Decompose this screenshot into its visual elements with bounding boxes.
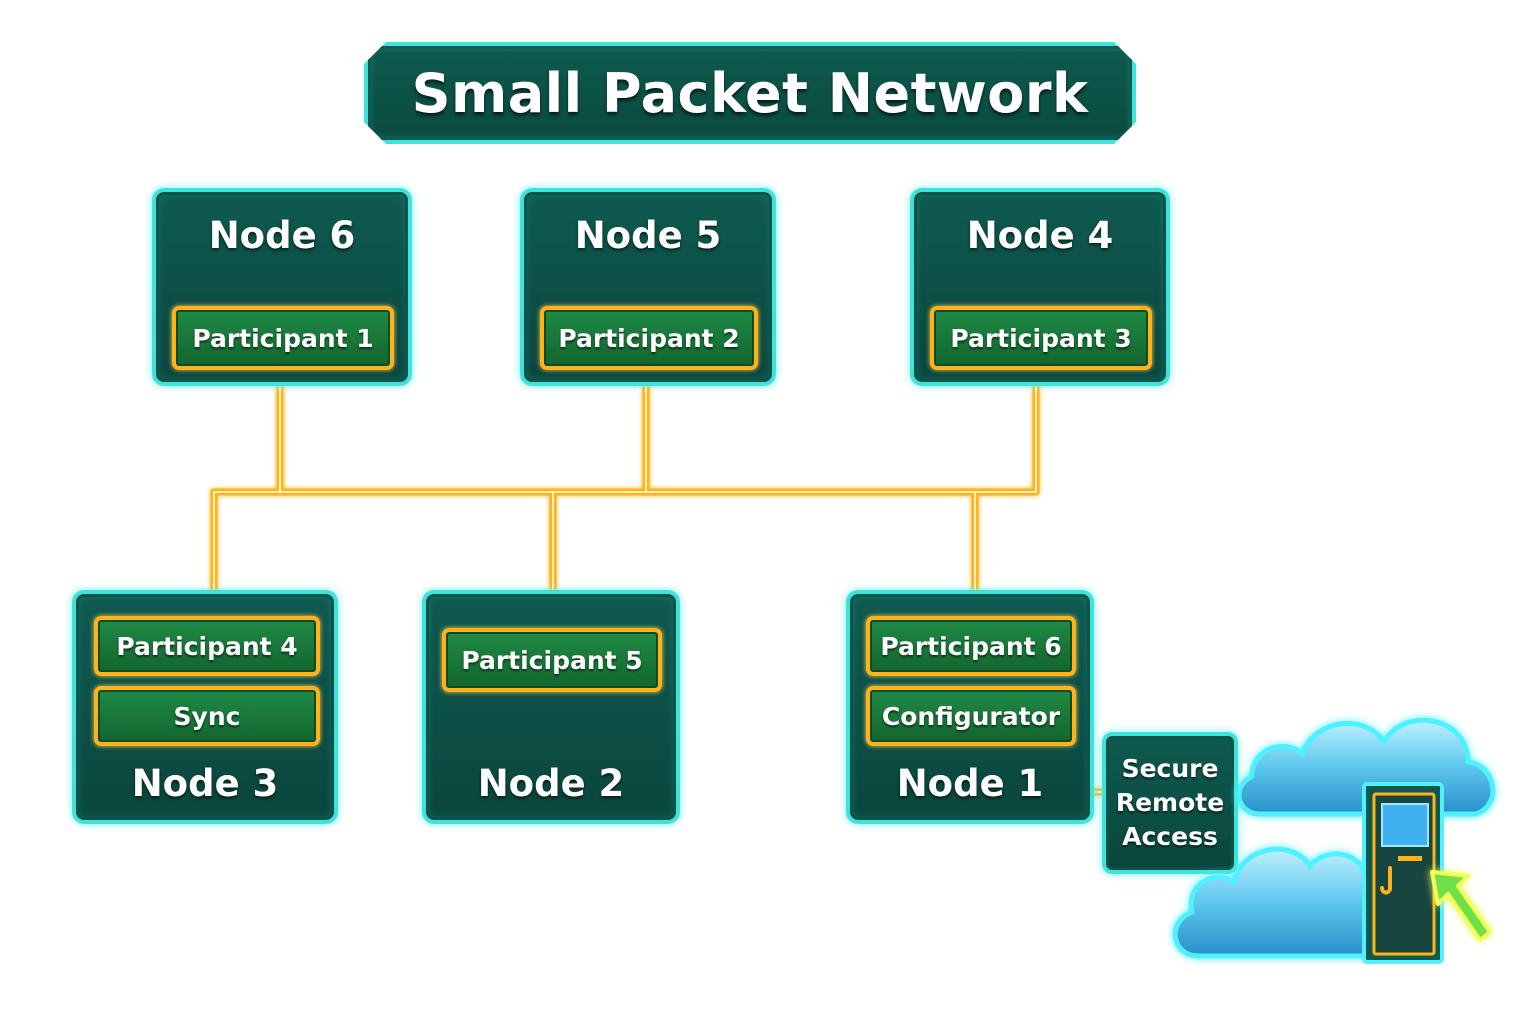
node-2-label: Node 2 [477, 762, 625, 805]
participant-3[interactable]: Participant 3 [930, 306, 1152, 370]
configurator-component[interactable]: Configurator [866, 686, 1076, 746]
participant-1[interactable]: Participant 1 [172, 306, 394, 370]
sra-line-2: Remote [1115, 788, 1225, 817]
node-3[interactable]: Participant 4 Sync Node 3 [72, 590, 338, 824]
node-5[interactable]: Node 5 Participant 2 [520, 188, 776, 386]
participant-6[interactable]: Participant 6 [866, 616, 1076, 676]
node-1-label: Node 1 [896, 762, 1044, 805]
node-5-label: Node 5 [574, 214, 722, 257]
sra-line-3: Access [1122, 822, 1218, 851]
door-icon [1362, 782, 1444, 964]
sra-line-1: Secure [1121, 754, 1219, 783]
node-1[interactable]: Participant 6 Configurator Node 1 [846, 590, 1094, 824]
participant-4[interactable]: Participant 4 [94, 616, 320, 676]
secure-remote-access-box[interactable]: Secure Remote Access [1102, 732, 1238, 874]
node-6-label: Node 6 [208, 214, 356, 257]
node-6[interactable]: Node 6 Participant 1 [152, 188, 412, 386]
participant-2[interactable]: Participant 2 [540, 306, 758, 370]
node-3-label: Node 3 [131, 762, 279, 805]
participant-5[interactable]: Participant 5 [442, 628, 662, 692]
node-4-label: Node 4 [966, 214, 1114, 257]
cloud-icon [1172, 717, 1496, 964]
node-2[interactable]: Participant 5 Node 2 [422, 590, 680, 824]
sync-component[interactable]: Sync [94, 686, 320, 746]
cloud-lower [1172, 846, 1394, 959]
diagram-title-banner: Small Packet Network [364, 42, 1136, 144]
node-4[interactable]: Node 4 Participant 3 [910, 188, 1170, 386]
diagram-title: Small Packet Network [411, 61, 1089, 125]
arrow-cursor-icon [1430, 870, 1492, 942]
